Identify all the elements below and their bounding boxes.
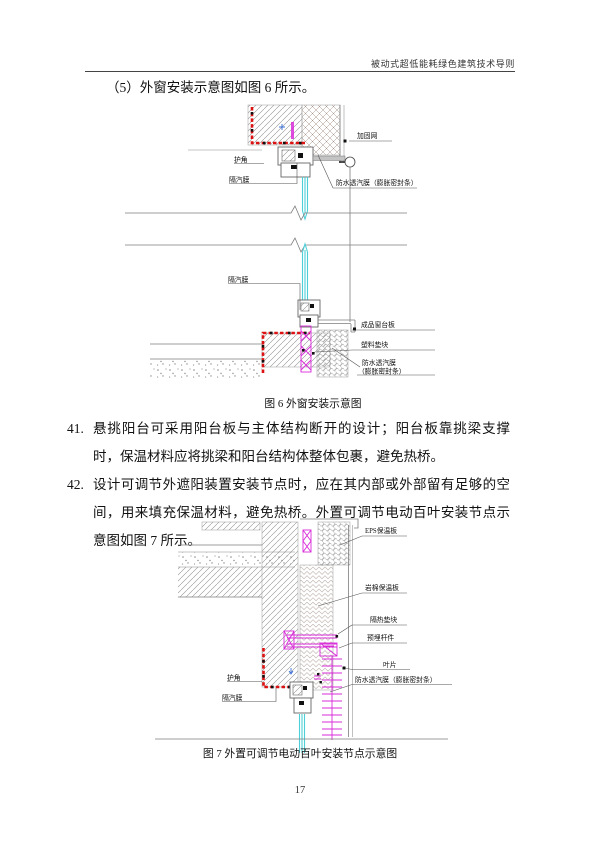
fig7-floor-slab (178, 544, 295, 598)
label-waterproof-membrane-top: 防水透汽膜（膨胀密封条） (336, 178, 418, 187)
label-waterproof-membrane: 防水透汽膜（膨胀密封条） (355, 675, 437, 684)
paragraph-42-number: 42. (67, 477, 84, 492)
paragraph-42: 42. 设计可调节外遮阳装置安装节点时，应在其内部或外部留有足够的空间，用来填充… (67, 471, 510, 555)
paragraph-41-text: 悬挑阳台可采用阳台板与主体结构断开的设计；阳台板靠挑梁支撑时，保温材料应将挑梁和… (93, 421, 510, 464)
fig7-wall (201, 521, 299, 688)
label-reinforce-mesh: 加固网 (357, 131, 378, 140)
label-corner-guard-7: 护角 (227, 673, 241, 682)
fig7-window-frame (288, 668, 322, 714)
label-vapor-barrier-bottom: 隔汽膜 (228, 275, 249, 284)
label-rockwool-board: 岩棉保温板 (365, 583, 399, 592)
page-header-title: 被动式超低能耗绿色建筑技术导则 (370, 59, 515, 69)
fig6-glass-upper (301, 177, 309, 221)
figure6-diagram: 护角 隔汽膜 加固网 防水透汽膜（膨胀密封条） 隔汽膜 成品窗台板 塑料垫块 防… (125, 104, 435, 378)
fig6-sill-board (318, 319, 356, 333)
fig6-eps-under-sill (302, 329, 349, 378)
label-plastic-spacer: 塑料垫块 (361, 340, 388, 349)
fig6-callouts: 护角 隔汽膜 加固网 防水透汽膜（膨胀密封条） 隔汽膜 成品窗台板 塑料垫块 防… (228, 131, 435, 376)
label-thermal-spacer: 隔热垫块 (370, 615, 397, 624)
label-louver-blade: 叶片 (383, 660, 397, 669)
intro-paragraph: （5）外窗安装示意图如图 6 所示。 (106, 80, 316, 95)
fig6-membrane-strip (312, 155, 356, 168)
figure7-caption: 图 7 外置可调节电动百叶安装节点示意图 (202, 748, 398, 760)
figure6-caption: 图 6 外窗安装示意图 (264, 398, 362, 410)
fig6-window-frame-sill (297, 299, 321, 328)
header-rule (85, 71, 515, 73)
fig7-louver-track (348, 525, 353, 737)
fig7-eps-block (300, 518, 359, 566)
page-number: 17 (294, 785, 306, 796)
label-eps-board: EPS保温板 (365, 526, 397, 535)
fig7-louver-assembly (319, 642, 342, 740)
fig6-subsill-thermal-block (300, 325, 312, 373)
fig7-callouts: EPS保温板 岩棉保温板 隔热垫块 预埋杆件 叶片 防水透汽膜（膨胀密封条） 护… (222, 526, 452, 702)
fig6-window-frame-head (277, 146, 314, 178)
paragraph-41: 41. 悬挑阳台可采用阳台板与主体结构断开的设计；阳台板靠挑梁支撑时，保温材料应… (67, 415, 510, 471)
fig7-glass (298, 714, 306, 753)
label-vapor-barrier-7: 隔汽膜 (222, 693, 243, 702)
fig6-vapor-barrier-red-sill (261, 331, 310, 373)
fig7-vapor-barrier-red (262, 648, 298, 689)
fig7-rockwool (299, 564, 334, 691)
paragraph-42-text: 设计可调节外遮阳装置安装节点时，应在其内部或外部留有足够的空间，用来填充保温材料… (93, 477, 510, 548)
paragraph-41-number: 41. (67, 421, 84, 436)
label-embedded-rod: 预埋杆件 (367, 633, 394, 642)
fig6-glass-lower (301, 242, 309, 301)
label-corner-guard: 护角 (234, 155, 248, 164)
figure7-diagram: EPS保温板 岩棉保温板 隔热垫块 预埋杆件 叶片 防水透汽膜（膨胀密封条） 护… (155, 518, 452, 753)
fig7-embedded-bracket (283, 630, 339, 650)
label-waterproof-membrane2-l2: （膨胀密封条） (358, 367, 406, 376)
fig6-vapor-barrier-red (250, 107, 307, 145)
label-vapor-barrier-top: 隔汽膜 (229, 175, 250, 184)
fig6-slab (150, 332, 331, 378)
label-waterproof-membrane2-l1: 防水透汽膜 (362, 358, 396, 367)
fig6-break-lines (125, 167, 407, 322)
label-sill-board: 成品窗台板 (361, 320, 395, 329)
